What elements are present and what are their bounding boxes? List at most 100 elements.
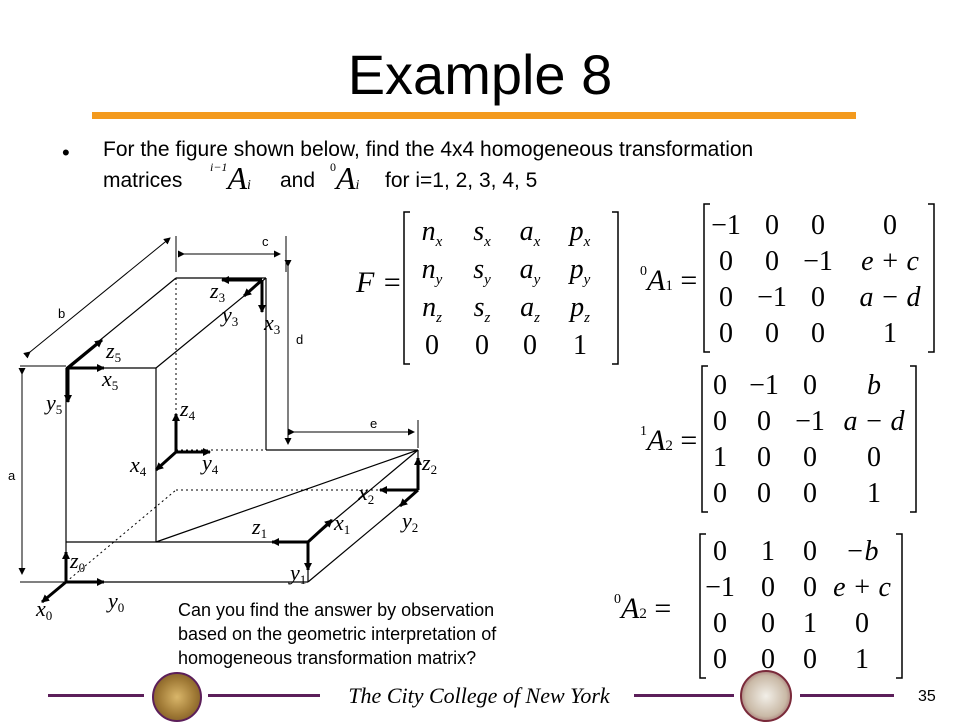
matrix-F-cell: az — [520, 292, 540, 326]
frame-2-x-label: x2 — [357, 480, 374, 507]
footer-institution: The City College of New York — [348, 683, 610, 708]
matrix-1A2-cell: 0 — [757, 478, 771, 509]
matrix-F-cell: pz — [568, 292, 590, 326]
matrix-F-cell: nx — [422, 216, 443, 250]
edge-base-top-diag — [155, 449, 419, 543]
frame-0-y-label: y0 — [106, 588, 124, 615]
matrix-F-cell: px — [568, 216, 591, 250]
matrix-F-cell: sy — [473, 254, 491, 288]
frame-0-x-axis — [41, 580, 67, 604]
matrix-0A2-cell: 0 — [855, 608, 869, 639]
frame-4-x-axis — [154, 450, 178, 472]
note-line-2: based on the geometric interpretation of — [178, 624, 497, 644]
matrix-1A2-cell: 1 — [713, 442, 727, 473]
footer-rule-right — [800, 694, 894, 697]
matrix-0A1-right-bracket — [928, 203, 935, 353]
frame-2-z-label: z2 — [421, 450, 437, 477]
matrix-1A2-cell: 1 — [867, 478, 881, 509]
matrix-0A1-cell: e + c — [861, 246, 919, 277]
matrix-0A1-cell: 0 — [719, 282, 733, 313]
frame-2-axes — [379, 457, 422, 508]
matrix-1A2-cell: 0 — [713, 406, 727, 437]
frame-4-axes — [154, 413, 211, 472]
frame-1-x-axis — [306, 518, 334, 544]
frame-3-x-label: x3 — [263, 310, 280, 337]
frame-1-y-label: y1 — [288, 560, 306, 587]
frame-2-y-label: y2 — [400, 508, 418, 535]
matrix-0A1-cell: 1 — [883, 318, 897, 349]
matrix-1A2-name: 1A2 = — [640, 424, 698, 457]
inline-math-base-A: 0Ai — [330, 160, 359, 196]
matrix-1A2-cell: −1 — [749, 370, 779, 401]
matrix-0A1-cell: 0 — [719, 246, 733, 277]
matrix-F-left-bracket — [403, 211, 410, 365]
matrix-0A1-cell: −1 — [803, 246, 833, 277]
frame-3-y-label: y3 — [220, 302, 238, 329]
matrix-1A2-cell: −1 — [795, 406, 825, 437]
frame-5-z-label: z5 — [105, 338, 121, 365]
frame-3-axes — [221, 276, 266, 313]
matrix-0A1-cell: 0 — [811, 282, 825, 313]
matrix-0A1-cell: 0 — [765, 210, 779, 241]
inline-math-prev-A-letter: A — [227, 160, 247, 196]
title-underline — [92, 112, 856, 119]
matrix-0A1-cell: −1 — [711, 210, 741, 241]
frame-3-y-axis — [243, 278, 263, 298]
matrix-1A2-cell: 0 — [867, 442, 881, 473]
matrix-0A2-cell: −1 — [705, 572, 735, 603]
frame-2-y-axis — [399, 488, 419, 508]
matrix-0A1-name: 0A1 = — [640, 264, 698, 297]
matrix-1A2-cell: 0 — [713, 478, 727, 509]
matrix-0A2-cell: 0 — [761, 572, 775, 603]
matrix-0A1-cell: 0 — [811, 210, 825, 241]
matrix-F-right-bracket — [612, 211, 619, 365]
footer-rule-mid-left — [208, 694, 320, 697]
matrix-0A2-cell: 0 — [713, 644, 727, 675]
frame-1-z-label: z1 — [251, 514, 267, 541]
block-outline — [65, 277, 419, 583]
bullet-word-and: and — [280, 169, 316, 192]
matrix-0A2-cell: 1 — [761, 536, 775, 567]
matrix-0A2-cell: 0 — [803, 572, 817, 603]
matrix-0A2-cell: 0 — [803, 536, 817, 567]
frame-4-x-label: x4 — [129, 452, 147, 479]
matrix-1A2-cell: 0 — [803, 370, 817, 401]
matrix-1A2-cell: 0 — [757, 442, 771, 473]
frame-0-axes — [41, 551, 105, 604]
bullet-marker: • — [62, 140, 70, 165]
matrix-1A2-cell: b — [867, 370, 881, 401]
matrix-0A1-cell: 0 — [811, 318, 825, 349]
bullet-word-for: for i=1, 2, 3, 4, 5 — [385, 169, 538, 192]
matrix-1A2-cell: 0 — [803, 478, 817, 509]
matrix-0A1-left-bracket — [703, 203, 710, 353]
observation-note: Can you find the answer by observation b… — [178, 598, 496, 670]
dim-d-label: d — [296, 332, 303, 347]
inline-math-base-sub: i — [355, 178, 360, 193]
note-line-1: Can you find the answer by observation — [178, 600, 495, 620]
matrix-0A2-cell: 1 — [803, 608, 817, 639]
matrix-F-cell: 1 — [573, 330, 587, 361]
dim-b-label: b — [58, 306, 65, 321]
bullet-word-matrices: matrices — [103, 169, 183, 192]
frame-5-z-axis — [67, 338, 103, 370]
matrix-1A2-cell: 0 — [757, 406, 771, 437]
matrix-0A2-cell: 0 — [803, 644, 817, 675]
dim-b-arrow — [23, 237, 171, 359]
footer-rule-mid-right — [634, 694, 734, 697]
matrix-1A2-cell: 0 — [713, 370, 727, 401]
matrix-0A1-cell: 0 — [765, 318, 779, 349]
matrix-0A2-cell: 1 — [855, 644, 869, 675]
hidden-edges — [65, 278, 418, 583]
matrix-F-cell: ax — [520, 216, 541, 250]
matrix-F-cell: 0 — [523, 330, 537, 361]
matrix-0A2-left-bracket — [699, 533, 706, 679]
matrix-0A2-right-bracket — [896, 533, 903, 679]
footer-rule-left — [48, 694, 144, 697]
